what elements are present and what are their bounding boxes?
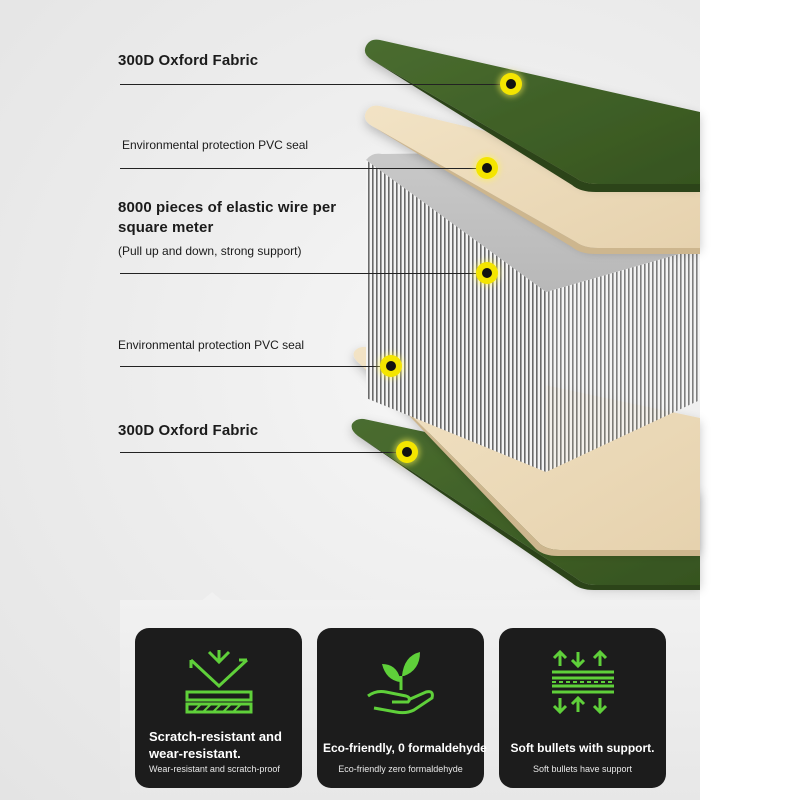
feature-title-support: Soft bullets with support. xyxy=(510,741,655,755)
feature-card-support: Soft bullets with support. Soft bullets … xyxy=(499,628,666,788)
marker-bottom-fabric xyxy=(396,441,418,463)
label-bottom-pvc: Environmental protection PVC seal xyxy=(118,338,305,352)
leader-top-pvc xyxy=(120,168,488,169)
leader-bottom-fabric xyxy=(120,452,408,453)
feature-subtitle-support: Soft bullets have support xyxy=(532,764,633,774)
marker-top-pvc xyxy=(476,157,498,179)
eco-leaf-hand-icon xyxy=(317,646,484,718)
feature-title-scratch: Scratch-resistant and wear-resistant. xyxy=(149,729,282,761)
label-wire-title: 8000 pieces of elastic wire per square m… xyxy=(118,199,337,236)
feature-subtitle-scratch: Wear-resistant and scratch-proof xyxy=(149,764,280,774)
top-pvc-layer xyxy=(364,105,700,254)
leader-bottom-pvc xyxy=(120,366,392,367)
label-top-pvc: Environmental protection PVC seal xyxy=(122,138,309,152)
scratch-resistant-icon xyxy=(135,646,302,718)
panel-notch xyxy=(200,592,224,602)
feature-subtitle-eco: Eco-friendly zero formaldehyde xyxy=(338,764,463,774)
feature-title-eco: Eco-friendly, 0 formaldehyde xyxy=(323,741,487,755)
leader-top-fabric xyxy=(120,84,512,85)
page-edge xyxy=(700,0,800,800)
label-top-fabric: 300D Oxford Fabric xyxy=(118,52,259,69)
support-arrows-icon xyxy=(499,646,666,718)
leader-wire xyxy=(120,273,488,274)
marker-wire xyxy=(476,262,498,284)
marker-top-fabric xyxy=(500,73,522,95)
label-bottom-fabric: 300D Oxford Fabric xyxy=(118,422,259,439)
top-fabric-layer xyxy=(364,39,700,192)
feature-card-scratch: Scratch-resistant and wear-resistant. We… xyxy=(135,628,302,788)
feature-card-eco: Eco-friendly, 0 formaldehyde Eco-friendl… xyxy=(317,628,487,788)
marker-bottom-pvc xyxy=(380,355,402,377)
label-wire-note: (Pull up and down, strong support) xyxy=(118,244,302,258)
